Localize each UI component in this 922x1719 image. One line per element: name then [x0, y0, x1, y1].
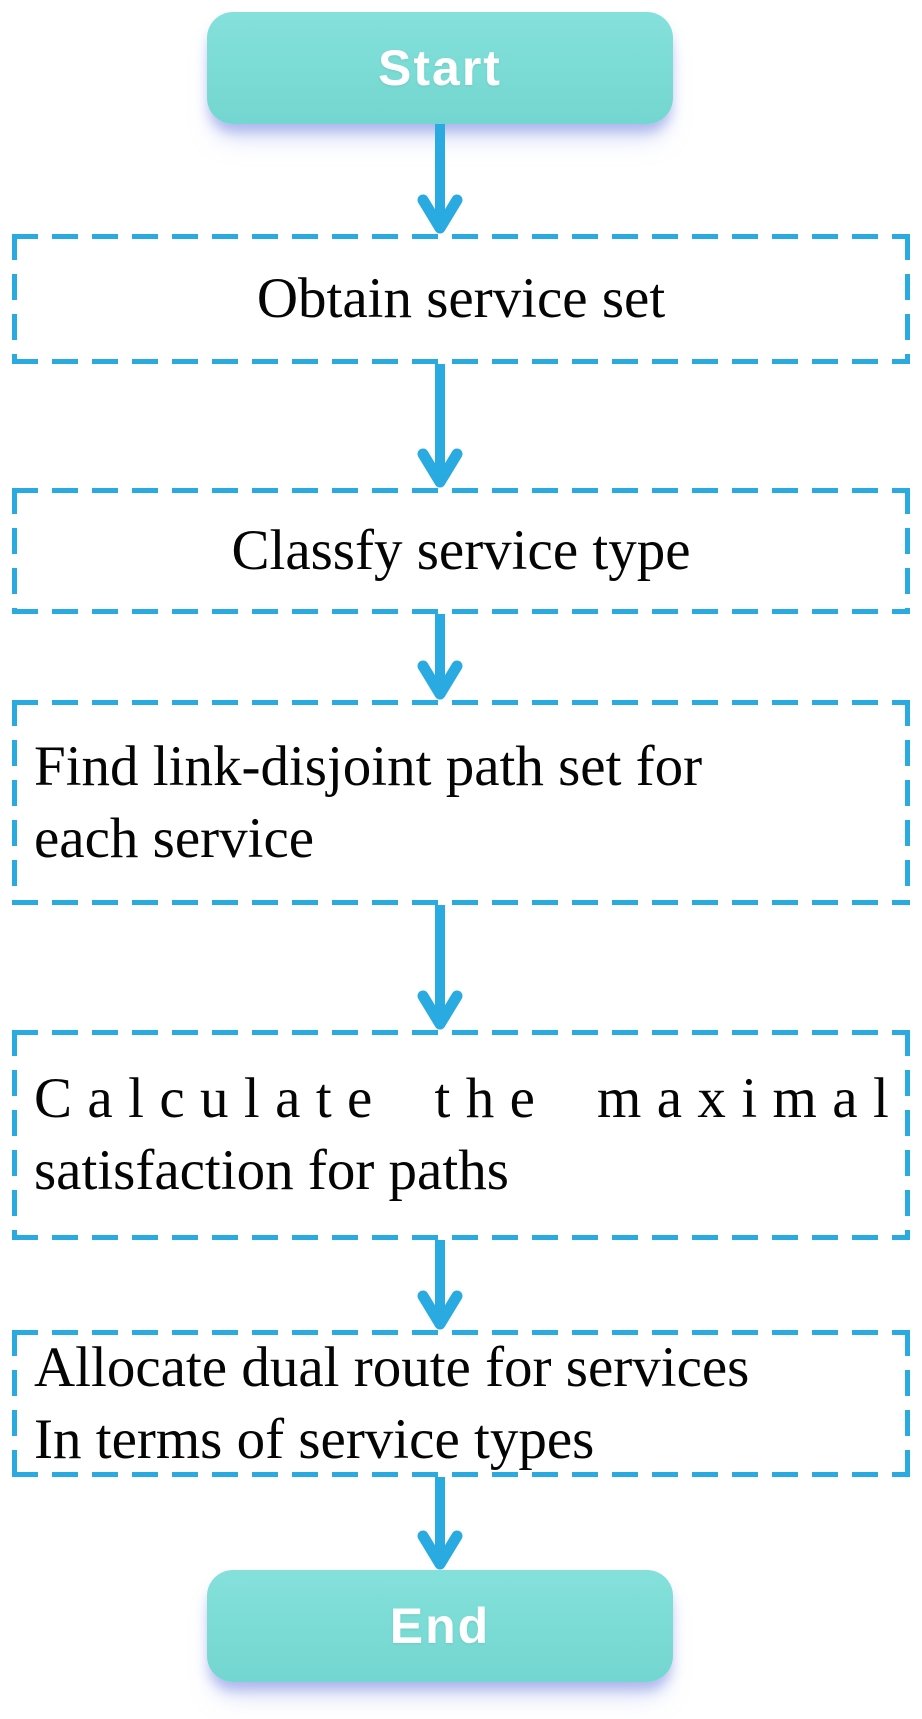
arrow-obtain-to-classify [410, 364, 470, 488]
node-calculate-line2: satisfaction for paths [34, 1139, 509, 1202]
arrow-calculate-to-allocate [410, 1240, 470, 1330]
arrow-down-icon [417, 614, 463, 700]
arrow-allocate-to-end [410, 1477, 470, 1570]
node-allocate-dual-route: Allocate dual route for services In term… [12, 1330, 910, 1477]
node-calculate-line1: Calculate the maximal [34, 1067, 905, 1131]
arrow-down-icon [417, 1477, 463, 1570]
node-find-link-disjoint-paths: Find link-disjoint path set for each ser… [12, 700, 910, 905]
arrow-find-to-calculate [410, 905, 470, 1030]
arrow-down-icon [417, 1240, 463, 1330]
node-end-label: End [389, 1598, 491, 1654]
node-start-label: Start [378, 40, 502, 96]
node-end: End [207, 1570, 673, 1682]
node-classify-line1: Classfy service type [231, 519, 691, 583]
node-obtain-line1: Obtain service set [256, 267, 666, 331]
node-allocate-line1: Allocate dual route for services [34, 1335, 750, 1399]
node-classify-service-type: Classfy service type [12, 488, 910, 614]
node-calculate-max-satisfaction: Calculate the maximal satisfaction for p… [12, 1030, 910, 1240]
node-allocate-line2: In terms of service types [34, 1407, 595, 1471]
node-obtain-service-set: Obtain service set [12, 234, 910, 364]
arrow-down-icon [417, 905, 463, 1030]
node-find-line2: each service [34, 806, 315, 870]
node-start: Start [207, 12, 673, 124]
arrow-down-icon [417, 364, 463, 488]
arrow-classify-to-find [410, 614, 470, 700]
node-find-line1: Find link-disjoint path set for [34, 734, 703, 798]
arrow-down-icon [417, 124, 463, 234]
arrow-start-to-obtain [410, 124, 470, 234]
